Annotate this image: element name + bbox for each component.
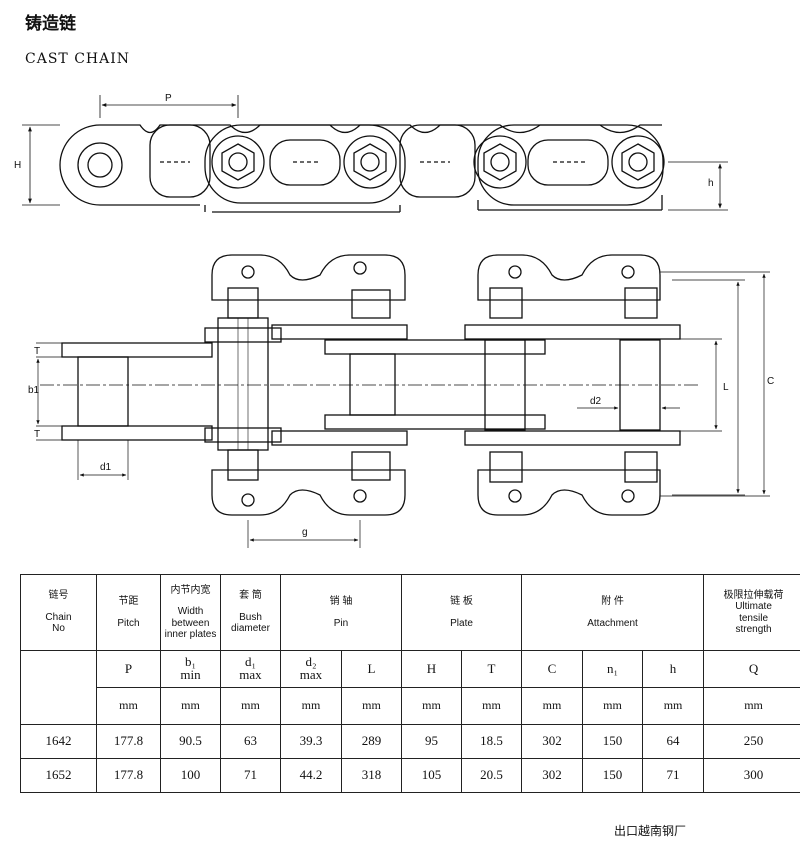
symbol-Q: Q: [703, 650, 800, 688]
symbol-L: L: [341, 650, 402, 688]
table-row-1642: 1642 177.8 90.5 63 39.3 289 95 18.5 302 …: [20, 724, 800, 759]
unit-cell: mm: [582, 687, 644, 725]
symbol-n1: n₁: [582, 650, 644, 688]
label-H: H: [14, 160, 21, 171]
cell-pitch: 177.8: [96, 758, 161, 793]
cell-C: 302: [521, 758, 584, 793]
footer-note: 出口越南钢厂: [614, 824, 687, 838]
label-T-top: T: [34, 346, 40, 357]
header-plate: 链 板 Plate: [400, 574, 523, 651]
label-h: h: [708, 178, 714, 189]
header-width: 内节内宽 Width between inner plates: [160, 574, 221, 651]
header-bush: 套 筒 Bush diameter: [220, 574, 281, 651]
side-view: [22, 95, 728, 213]
page-title-cn: 铸造链: [25, 14, 76, 34]
cell-L: 318: [341, 758, 402, 793]
page-title-en: CAST CHAIN: [25, 51, 131, 67]
cell-chain-no: 1642: [20, 724, 97, 759]
unit-cell: mm: [521, 687, 584, 725]
label-T-bottom: T: [34, 429, 40, 440]
unit-cell: mm: [401, 687, 462, 725]
cell-T: 18.5: [460, 724, 523, 759]
cell-Q: 250: [703, 724, 800, 759]
symbol-T: T: [460, 650, 523, 688]
header-chain-no: 链号 Chain No: [20, 574, 97, 651]
hex-nut-2: [343, 135, 397, 189]
unit-row: mm mm mm mm mm mm mm mm mm mm mm: [21, 687, 800, 725]
cell-d2: 44.2: [280, 758, 342, 793]
cell-b1: 90.5: [160, 724, 221, 759]
hex-nut-3: [473, 135, 527, 189]
cell-chain-no: 1652: [20, 758, 97, 793]
unit-cell: mm: [220, 687, 281, 725]
symbol-P: P: [96, 650, 161, 688]
cell-b1: 100: [160, 758, 221, 793]
label-L: L: [723, 382, 729, 393]
symbol-h: h: [642, 650, 705, 688]
header-attachment: 附 件 Attachment: [521, 574, 705, 651]
unit-cell: mm: [96, 687, 161, 725]
empty-cell: [20, 650, 97, 725]
label-d1: d1: [100, 462, 112, 473]
cast-chain-drawing: P H h T T b1 d1 d2 g L C: [14, 93, 774, 548]
cell-L: 289: [341, 724, 402, 759]
unit-cell: mm: [703, 687, 800, 725]
label-g: g: [302, 527, 308, 538]
cell-T: 20.5: [460, 758, 523, 793]
cell-H: 95: [401, 724, 462, 759]
cell-d2: 39.3: [280, 724, 342, 759]
header-strength: 极限拉伸载荷 Ultimate tensile strength: [703, 574, 800, 651]
hex-nut-4: [611, 135, 665, 189]
unit-cell: mm: [341, 687, 402, 725]
unit-cell: mm: [642, 687, 705, 725]
unit-cell: mm: [160, 687, 221, 725]
header-pin: 销 轴 Pin: [280, 574, 402, 651]
spec-table: 链号 Chain No 节距 Pitch 内节内宽 Width between …: [20, 574, 800, 793]
label-b1: b1: [28, 385, 40, 396]
unit-cell: mm: [460, 687, 523, 725]
top-view: [36, 254, 770, 548]
cell-h: 71: [642, 758, 705, 793]
cell-Q: 300: [703, 758, 800, 793]
cell-d1: 63: [220, 724, 281, 759]
cell-n1: 150: [582, 724, 644, 759]
table-row-1652: 1652 177.8 100 71 44.2 318 105 20.5 302 …: [20, 758, 800, 793]
cell-d1: 71: [220, 758, 281, 793]
unit-cell: mm: [280, 687, 342, 725]
cell-H: 105: [401, 758, 462, 793]
cell-C: 302: [521, 724, 584, 759]
header-row: 链号 Chain No 节距 Pitch 内节内宽 Width between …: [20, 574, 800, 651]
symbol-C: C: [521, 650, 584, 688]
label-d2: d2: [590, 396, 602, 407]
symbol-H: H: [401, 650, 462, 688]
label-P: P: [165, 93, 172, 104]
cell-n1: 150: [582, 758, 644, 793]
hex-nut-1: [211, 135, 265, 189]
cell-pitch: 177.8: [96, 724, 161, 759]
label-C: C: [767, 376, 774, 387]
header-pitch: 节距 Pitch: [96, 574, 161, 651]
cell-h: 64: [642, 724, 705, 759]
